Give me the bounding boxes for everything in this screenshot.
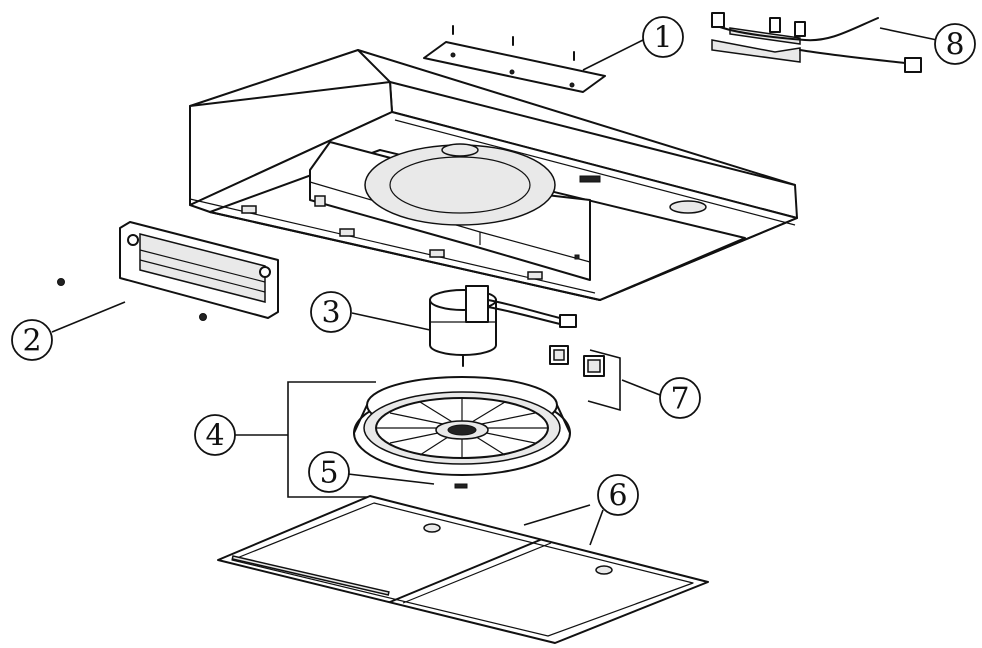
callout-4: 4 [194, 414, 236, 456]
switches [549, 345, 621, 412]
top-cover-plate [423, 25, 606, 93]
grease-filters [217, 495, 709, 644]
motor [429, 285, 577, 367]
fan-nut [347, 473, 468, 489]
screw-icon [452, 25, 575, 61]
svg-text:6: 6 [608, 479, 627, 514]
leader-2 [51, 301, 126, 333]
svg-text:3: 3 [321, 296, 340, 331]
callout-1: 1 [642, 16, 684, 58]
callout-5: 5 [308, 451, 350, 493]
callout-8: 8 [934, 23, 976, 65]
leader-8 [879, 27, 938, 41]
svg-text:5: 5 [319, 456, 338, 491]
leader-1 [582, 39, 644, 71]
callout-2: 2 [11, 319, 53, 361]
svg-text:2: 2 [22, 324, 41, 359]
svg-text:7: 7 [670, 382, 689, 417]
light-assembly [57, 221, 279, 321]
wiring-harness [711, 12, 922, 73]
leader-7 [621, 379, 661, 396]
svg-text:4: 4 [205, 419, 224, 454]
callout-6: 6 [597, 474, 639, 516]
leader-3 [351, 312, 431, 331]
callout-7: 7 [659, 377, 701, 419]
svg-text:8: 8 [945, 28, 964, 63]
blower-wheel-assembly [235, 376, 571, 498]
svg-text:1: 1 [653, 21, 672, 56]
callout-3: 3 [310, 291, 352, 333]
range-hood-body [189, 49, 798, 301]
